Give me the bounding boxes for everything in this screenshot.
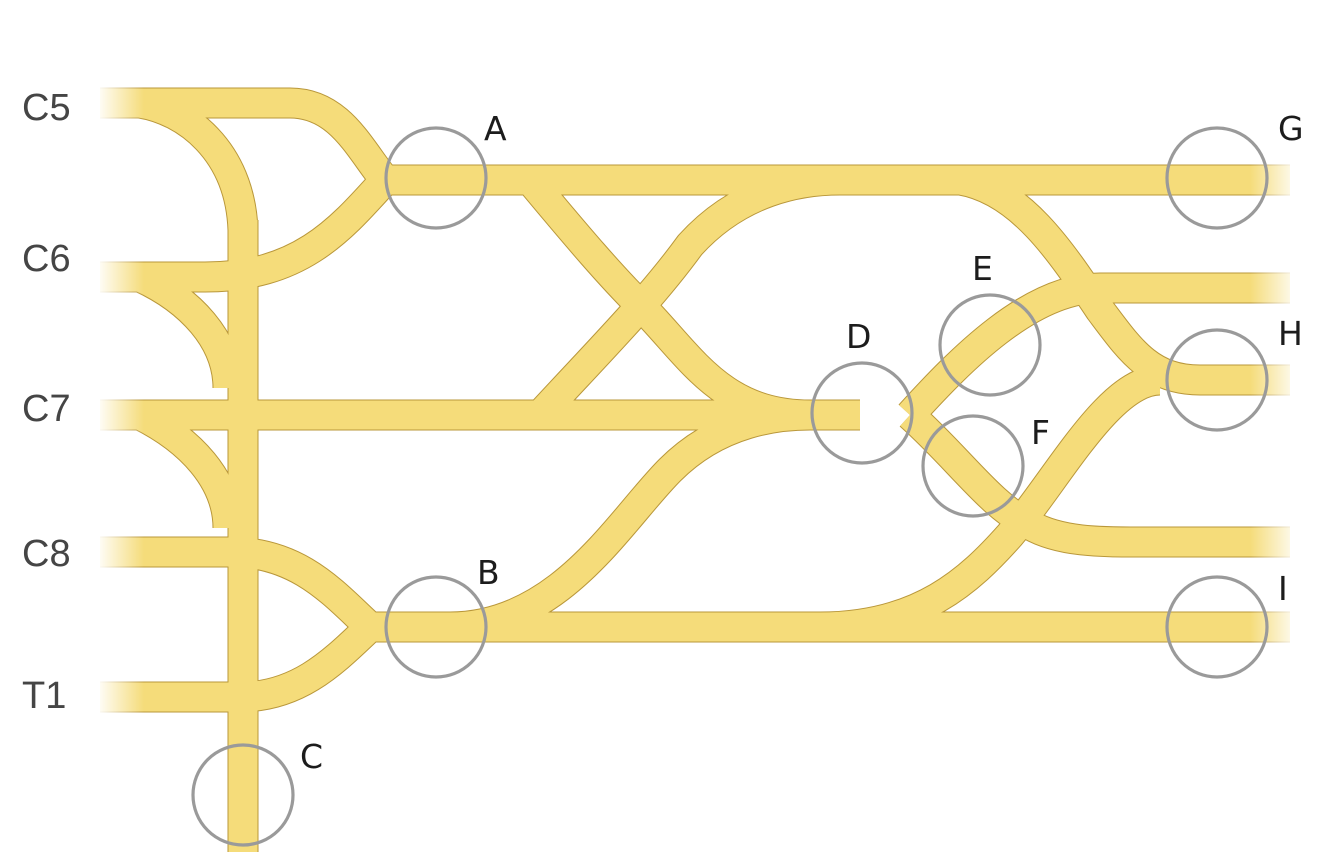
marker-ring-d xyxy=(810,361,914,465)
left-fade xyxy=(96,70,144,730)
c5-root xyxy=(100,88,397,190)
marker-ring-i xyxy=(1165,575,1269,679)
root-label-c5: C5 xyxy=(22,87,71,129)
marker-label-i: I xyxy=(1278,569,1288,608)
marker-label-d: D xyxy=(846,317,871,356)
marker-label-b: B xyxy=(477,553,500,592)
marker-ring-g xyxy=(1165,126,1269,230)
root-label-c8: C8 xyxy=(22,533,71,575)
marker-label-h: H xyxy=(1278,314,1303,353)
c7-to-a-cross xyxy=(529,165,841,425)
b-to-d xyxy=(449,400,811,642)
marker-ring-b xyxy=(384,575,488,679)
marker-rings xyxy=(191,126,1269,847)
c6-root xyxy=(100,170,396,292)
marker-label-f: F xyxy=(1031,413,1050,452)
c7-descend xyxy=(133,402,243,529)
root-label-t1: T1 xyxy=(22,675,66,717)
root-label-c6: C6 xyxy=(22,238,71,280)
c6-descend xyxy=(133,263,243,389)
marker-ring-h xyxy=(1165,328,1269,432)
marker-label-a: A xyxy=(484,109,507,148)
marker-ring-e xyxy=(938,293,1042,397)
g-to-h xyxy=(956,165,1300,395)
nerve-paths xyxy=(100,88,1300,852)
right-mask xyxy=(1290,140,1334,660)
marker-ring-f xyxy=(921,414,1025,518)
marker-ring-c xyxy=(191,743,295,847)
marker-label-e: E xyxy=(972,249,993,288)
marker-label-g: G xyxy=(1278,109,1304,148)
marker-label-c: C xyxy=(300,737,323,776)
b-to-h xyxy=(819,365,1162,642)
c5-to-c6-branch xyxy=(137,88,258,260)
root-label-c7: C7 xyxy=(22,388,71,430)
marker-ring-a xyxy=(384,126,488,230)
